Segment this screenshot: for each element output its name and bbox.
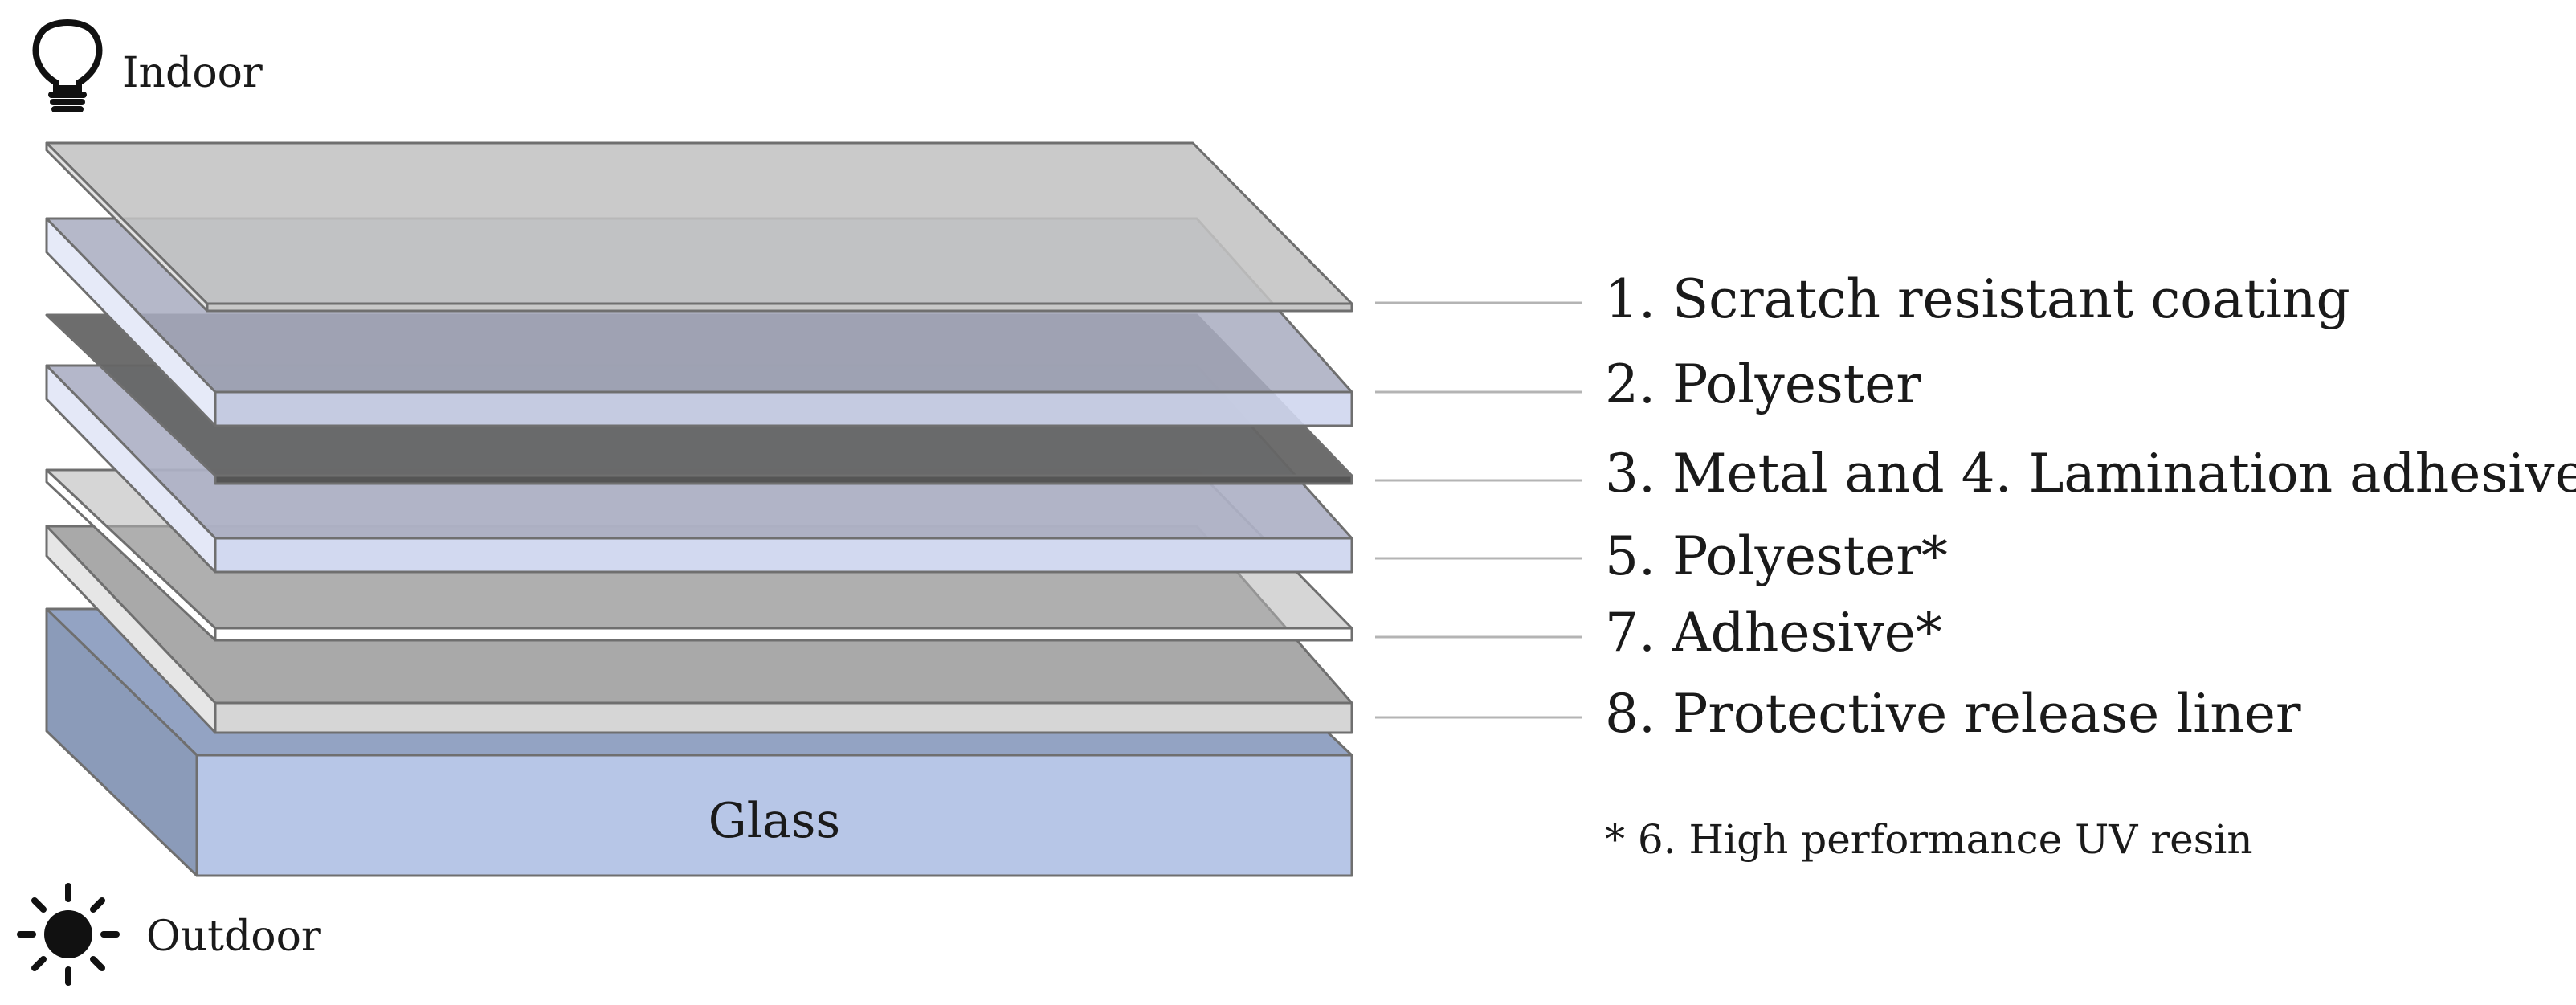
light-bulb-icon: [32, 19, 103, 112]
adhesive-front-face: [214, 627, 1353, 642]
layer-label-scratch: 1. Scratch resistant coating: [1605, 268, 2350, 330]
leader-lines: [1375, 301, 1582, 719]
layer-label-polyester-2: 2. Polyester: [1605, 353, 1921, 415]
layer-label-metal: 3. Metal and 4. Lamination adhesive: [1605, 443, 2576, 505]
outdoor-label: Outdoor: [146, 913, 321, 961]
layer-labels: 1. Scratch resistant coating 2. Polyeste…: [1605, 268, 2576, 745]
footnote-uv-resin: * 6. High performance UV resin: [1605, 816, 2253, 863]
layer-scratch-resistant-coating: [45, 141, 1353, 313]
scratch-top-face: [45, 141, 1353, 305]
liner-front-face: [214, 701, 1353, 734]
glass-front-face: [195, 754, 1353, 877]
polyester-2-front-face: [214, 390, 1353, 427]
metal-front-face: [214, 474, 1353, 485]
indoor-label: Indoor: [122, 49, 263, 97]
layer-label-adhesive: 7. Adhesive*: [1605, 602, 1942, 664]
glass-label: Glass: [708, 793, 840, 849]
layer-label-liner: 8. Protective release liner: [1605, 683, 2301, 745]
polyester-5-front-face: [214, 537, 1353, 574]
layer-label-polyester-5: 5. Polyester*: [1605, 525, 1948, 587]
scratch-front-face: [206, 302, 1353, 313]
sun-icon: [17, 883, 120, 986]
